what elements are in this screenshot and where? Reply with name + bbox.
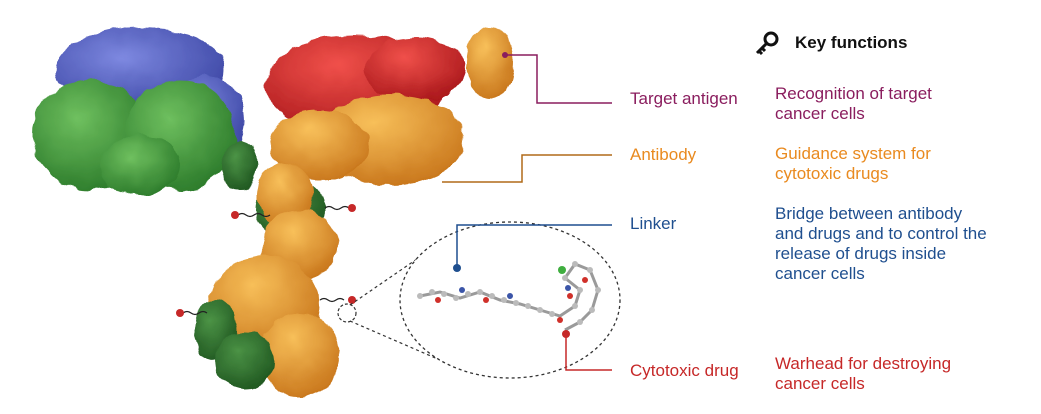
target-antigen-shape — [466, 26, 514, 98]
label-target-antigen: Target antigen — [630, 89, 738, 108]
zoom-source-circle — [337, 303, 357, 323]
key-icon — [755, 31, 779, 56]
drug-connector — [565, 334, 612, 371]
drug-payload-markers — [176, 204, 356, 317]
linker-connector — [456, 224, 612, 268]
desc-antibody: Guidance system for cytotoxic drugs — [775, 144, 931, 183]
zoom-ellipse — [399, 221, 621, 379]
right-fab-arm — [265, 35, 465, 185]
zoom-line-bottom — [349, 320, 441, 361]
label-antibody: Antibody — [630, 145, 697, 164]
desc-cytotoxic-drug: Warhead for destroying cancer cells — [775, 354, 952, 393]
desc-linker: Bridge between antibody and drugs and to… — [775, 204, 987, 283]
key-functions-title: Key functions — [795, 33, 908, 52]
desc-target-antigen: Recognition of target cancer cells — [775, 84, 932, 123]
left-fab-arm — [32, 28, 245, 195]
label-linker: Linker — [630, 214, 677, 233]
molecule-illustration — [417, 261, 601, 332]
antibody-connector — [442, 154, 612, 183]
antigen-connector — [505, 54, 612, 104]
label-cytotoxic-drug: Cytotoxic drug — [630, 361, 739, 380]
fc-region — [193, 140, 340, 397]
